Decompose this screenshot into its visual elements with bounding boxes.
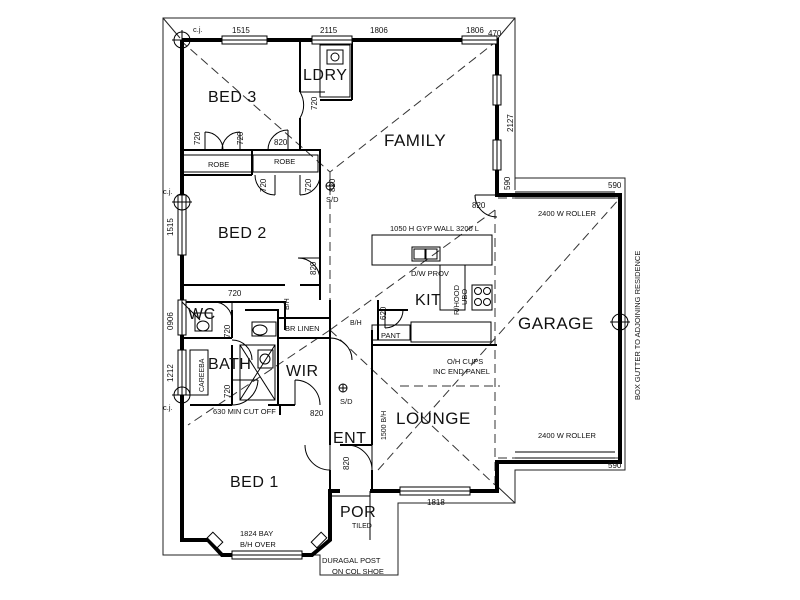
dimension-label: 820 (274, 138, 288, 147)
dimension-label: 2127 (506, 114, 515, 132)
gyp-wall-label: 1050 H GYP WALL 3200 L (390, 224, 479, 233)
control-joint-label: c.j. (163, 403, 173, 412)
box-gutter-label: BOX GUTTER TO ADJOINING RESIDENCE (633, 251, 642, 400)
dimension-label: 1515 (232, 26, 250, 35)
garage-roller-doors (515, 191, 615, 459)
room-label-por: POR (340, 504, 376, 521)
room-label-ent: ENT (333, 430, 367, 447)
roller-door-label: 2400 W ROLLER (538, 431, 597, 440)
dimension-label: 1806 (370, 26, 388, 35)
annotations: ROBE ROBE BR LINEN PANT 1050 H GYP WALL … (163, 25, 642, 576)
room-label-family: FAMILY (384, 131, 446, 150)
dimension-label: 1806 (466, 26, 484, 35)
room-label-bed3: BED 3 (208, 89, 257, 106)
dimension-label: 720 (304, 178, 313, 192)
dishwasher-label: D/W PROV (411, 269, 449, 278)
post-label: ON COL SHOE (332, 567, 384, 576)
room-label-lounge: LOUNGE (396, 409, 471, 428)
cut-off-label: 630 MIN CUT OFF (213, 407, 276, 416)
control-joints (172, 30, 630, 405)
control-joint-label: c.j. (193, 25, 203, 34)
room-label-kit: KIT (415, 292, 441, 309)
pantry-label: PANT (381, 331, 401, 340)
room-label-bed2: BED 2 (218, 225, 267, 242)
windows (177, 35, 502, 560)
dimension-label: 720 (223, 384, 232, 398)
smoke-detectors (325, 181, 348, 393)
dimension-label: 720 (259, 178, 268, 192)
roller-door-label: 2400 W ROLLER (538, 209, 597, 218)
dimension-label: 720 (223, 324, 232, 338)
fixtures (181, 44, 493, 540)
bulkhead-label: B/H (350, 320, 362, 327)
dimension-label: 470 (488, 29, 502, 38)
room-label-bed1: BED 1 (230, 474, 279, 491)
control-joint-label: c.j. (163, 187, 173, 196)
dimension-label: 720 (310, 96, 319, 110)
cupboards-label: O/H CUPS (447, 357, 483, 366)
room-label-wir: WIR (286, 363, 319, 380)
room-label-bath: BATH (208, 356, 251, 373)
dimension-label: 590 (503, 176, 512, 190)
linen-label: BR LINEN (285, 324, 320, 333)
dimension-label: 820 (342, 456, 351, 470)
dimension-label: 2115 (320, 26, 338, 35)
dimension-label: 620 (379, 306, 388, 320)
dimension-label: 820 (472, 201, 486, 210)
dimension-label: 820 (310, 409, 324, 418)
dimension-label: 820 (309, 261, 318, 275)
bath-type-label: CAREEBA (199, 358, 206, 392)
doors (181, 91, 498, 471)
dimension-labels: 1515 2115 1806 1806 470 2127 590 590 590… (166, 26, 622, 507)
tiled-label: TILED (352, 523, 372, 530)
robe-label: ROBE (208, 160, 229, 169)
dimension-label: 590 (608, 181, 622, 190)
smoke-detector-label: S/D (326, 195, 339, 204)
bh-over-label: B/H OVER (240, 540, 276, 549)
dimension-label: 590 (608, 461, 622, 470)
smoke-detector-label: S/D (340, 397, 353, 406)
dimension-label: 820 (328, 178, 337, 192)
dimension-label: 720 (236, 131, 245, 145)
room-labels: BED 3 LDRY FAMILY BED 2 KIT GARAGE WC BA… (188, 67, 594, 521)
rangehood-label: R/HOOD (452, 284, 461, 315)
ubo-label: UBO (460, 289, 469, 305)
roof-outline (162, 17, 626, 576)
bulkhead-label: B/H (284, 298, 291, 310)
dimension-label: 1818 (427, 498, 445, 507)
end-panel-label: INC END PANEL (433, 367, 490, 376)
dimension-label: 720 (193, 131, 202, 145)
room-label-wc: WC (188, 306, 216, 323)
post-label: DURAGAL POST (322, 556, 381, 565)
robe-label: ROBE (274, 157, 295, 166)
room-label-garage: GARAGE (518, 314, 594, 333)
dimension-label: 720 (228, 289, 242, 298)
dimension-label: 1212 (166, 364, 175, 382)
dimension-label: 0906 (166, 312, 175, 330)
room-label-ldry: LDRY (303, 67, 347, 84)
bulkhead-label: 1500 B/H (381, 411, 388, 440)
dimension-label: 1515 (166, 218, 175, 236)
bay-label: 1824 BAY (240, 529, 273, 538)
